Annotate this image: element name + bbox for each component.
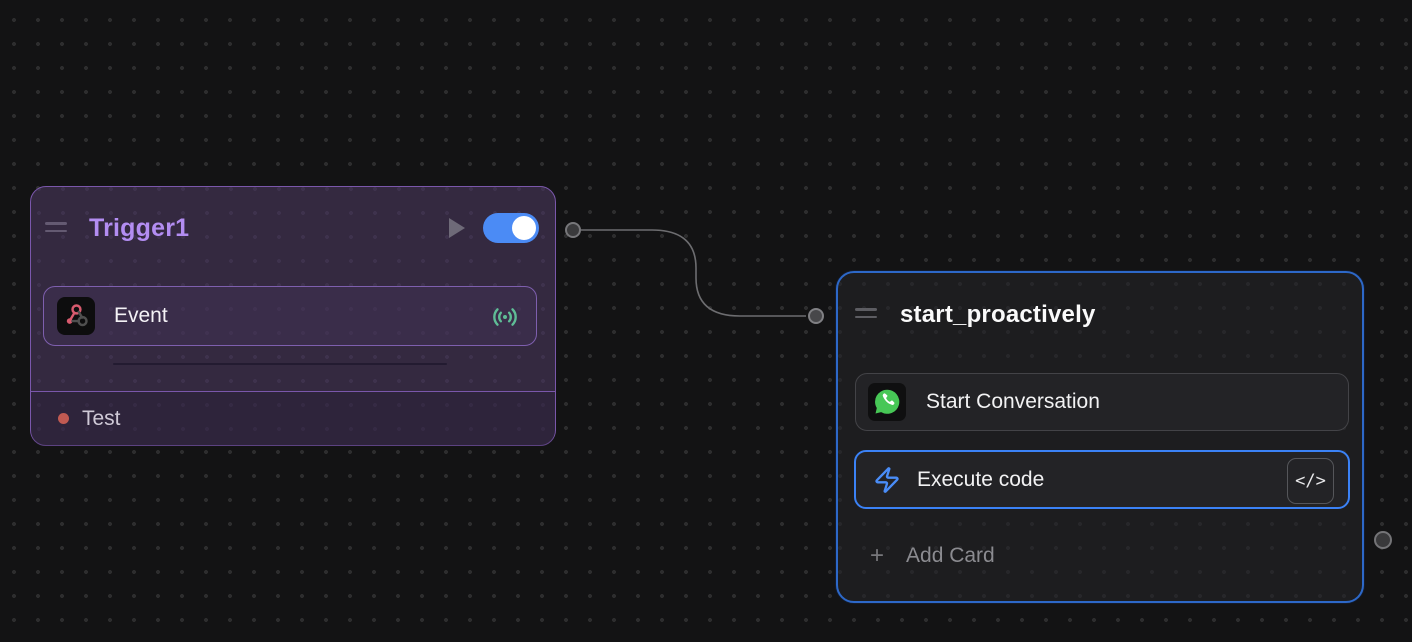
divider <box>113 363 447 365</box>
execute-code-card[interactable]: Execute code </> <box>854 450 1350 509</box>
action-output-port[interactable] <box>1374 531 1392 549</box>
broadcast-icon <box>490 302 520 337</box>
add-card-button[interactable]: + Add Card <box>870 537 995 575</box>
start-conversation-label: Start Conversation <box>926 390 1100 413</box>
action-node[interactable]: start_proactively Start Conversation Exe… <box>836 271 1364 603</box>
event-card[interactable]: Event <box>43 286 537 346</box>
add-card-label: Add Card <box>906 544 995 567</box>
trigger-output-port[interactable] <box>565 222 581 238</box>
edit-code-button[interactable]: </> <box>1287 458 1334 504</box>
footer-label: Test <box>82 406 121 430</box>
execute-code-label: Execute code <box>917 467 1045 491</box>
action-node-title: start_proactively <box>900 301 1096 328</box>
zap-icon <box>873 466 901 494</box>
status-dot <box>58 413 69 425</box>
drag-handle-icon[interactable] <box>45 222 67 237</box>
whatsapp-icon <box>868 383 906 421</box>
play-icon[interactable] <box>449 218 465 238</box>
trigger-node-title: Trigger1 <box>89 214 190 242</box>
enabled-toggle[interactable] <box>483 213 539 243</box>
event-card-label: Event <box>114 304 168 327</box>
webhook-icon <box>57 297 95 335</box>
trigger-node[interactable]: Trigger1 Event <box>30 186 556 446</box>
drag-handle-icon[interactable] <box>855 308 877 323</box>
plus-icon: + <box>870 542 885 569</box>
start-conversation-card[interactable]: Start Conversation <box>855 373 1349 431</box>
trigger-node-footer: Test <box>31 391 555 446</box>
action-input-port[interactable] <box>808 308 824 324</box>
toggle-knob <box>512 216 536 240</box>
